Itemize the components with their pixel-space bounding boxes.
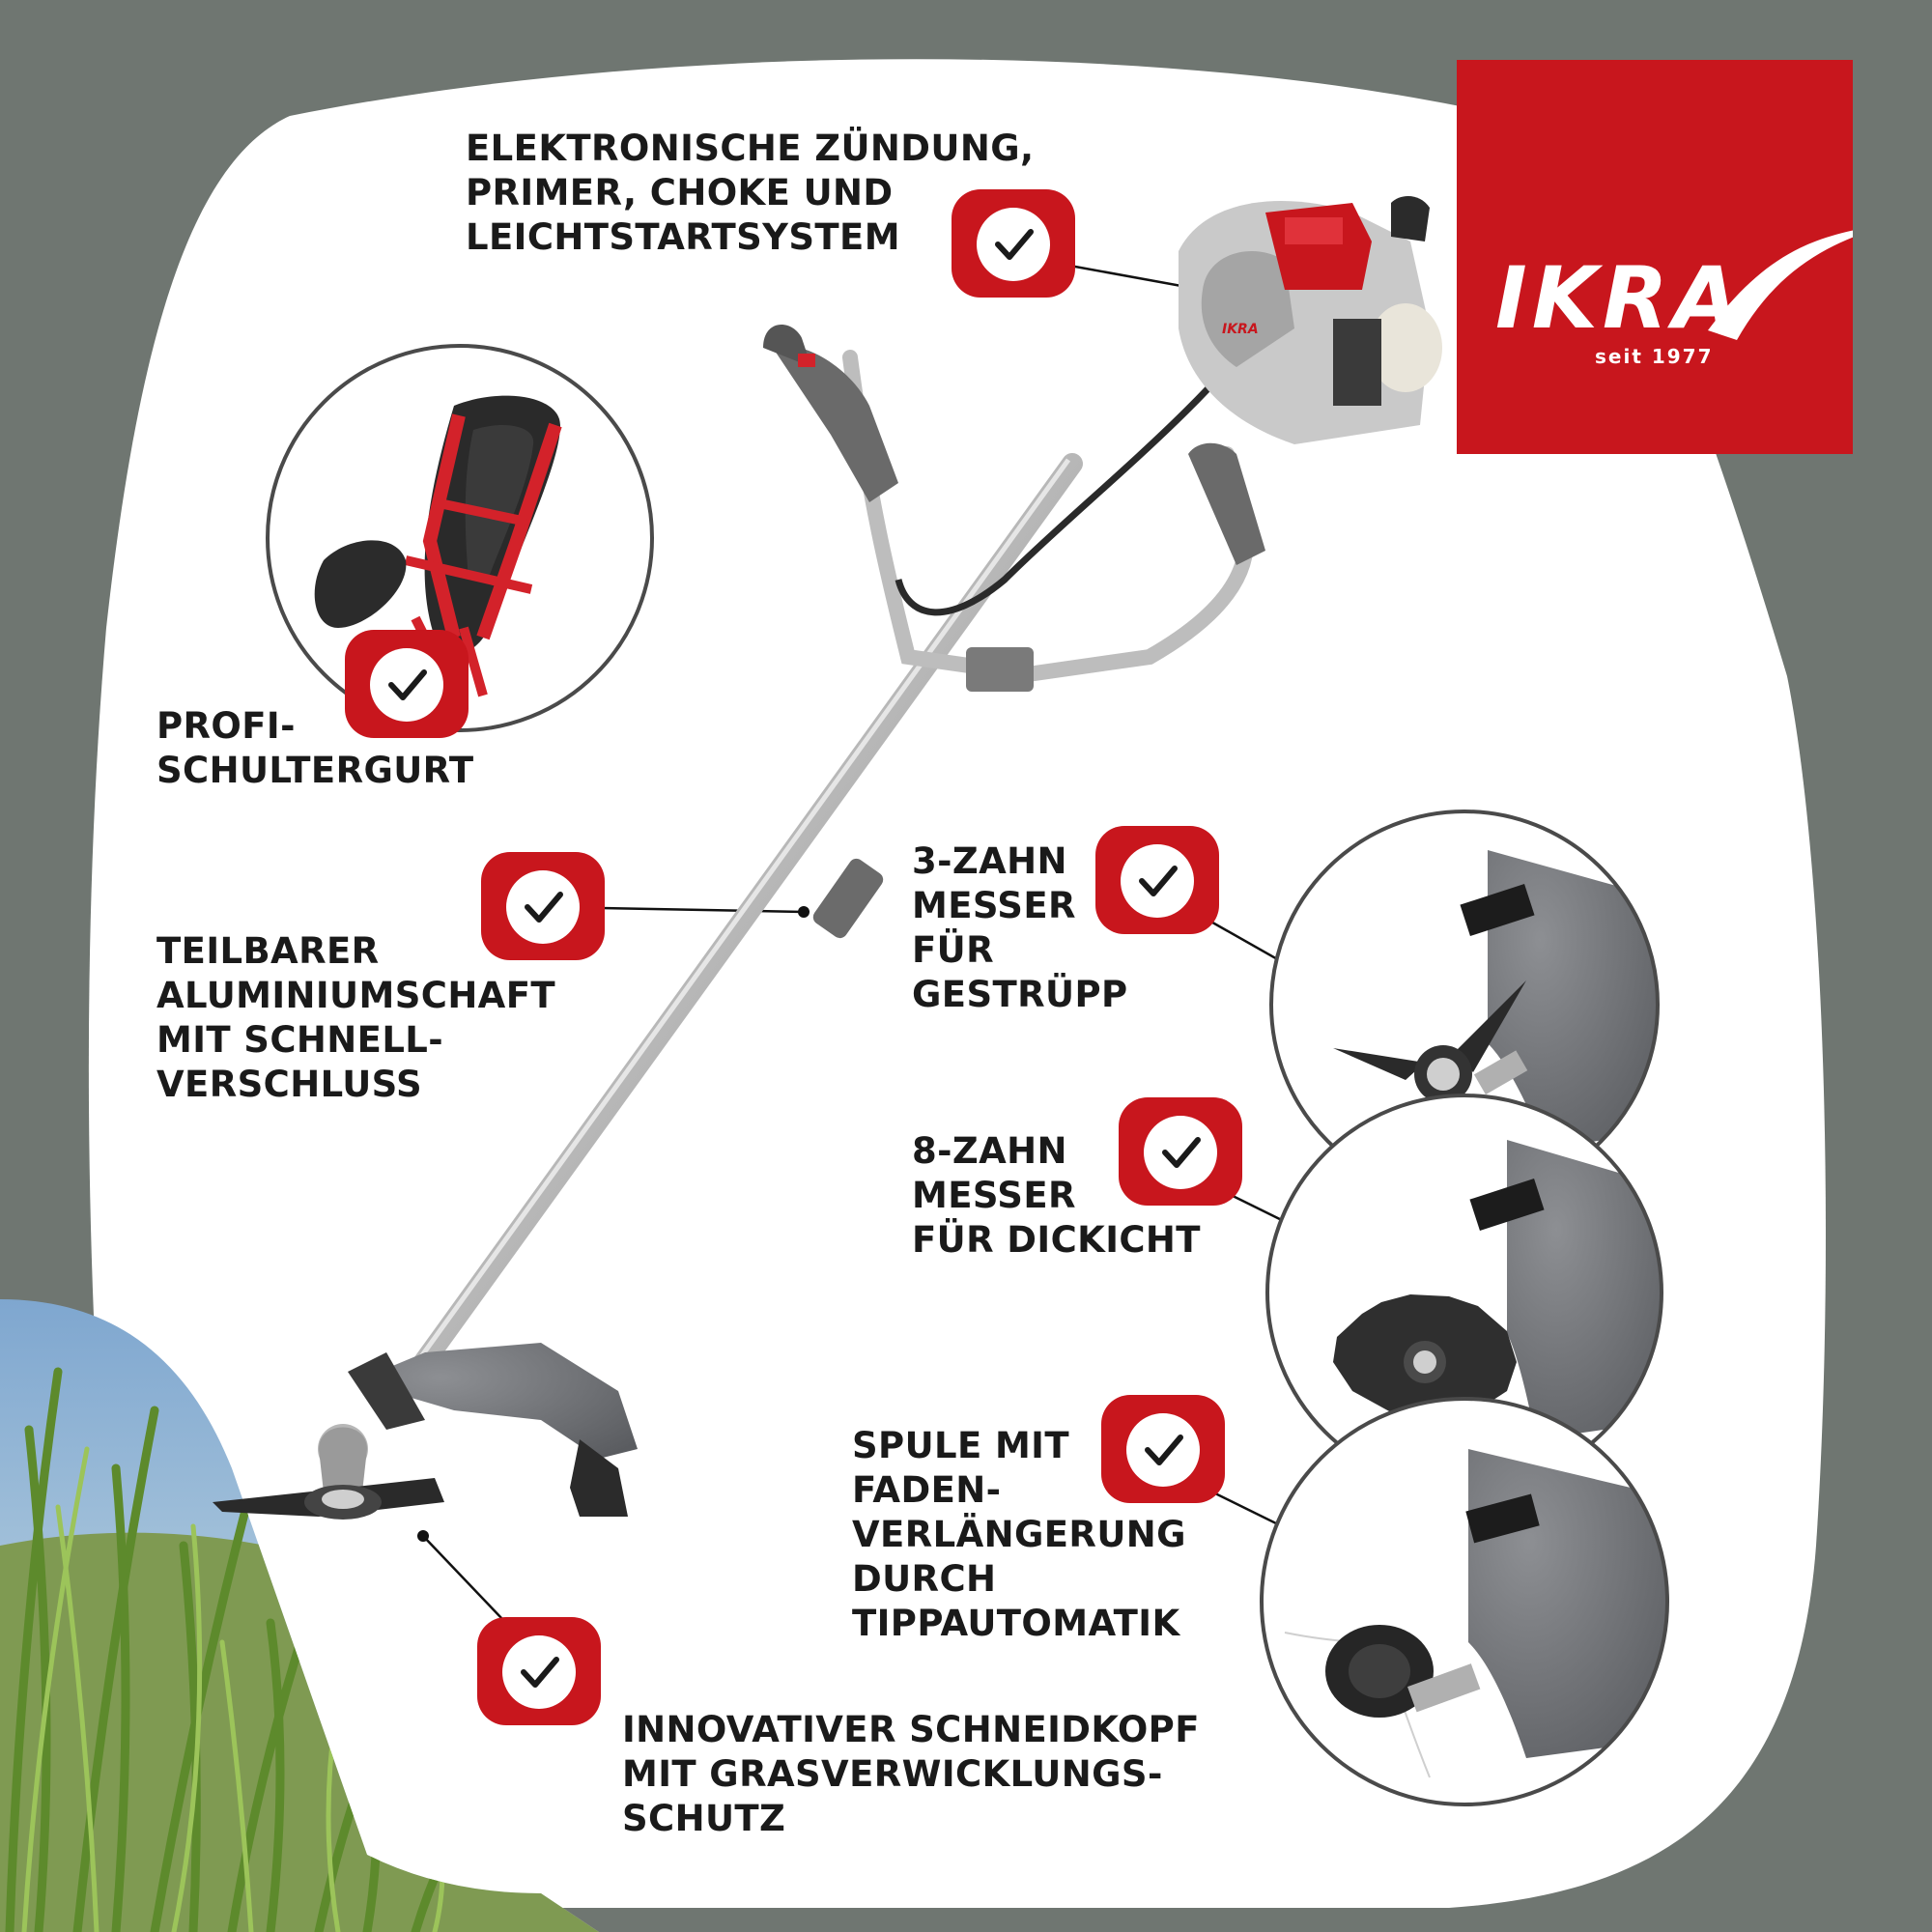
ikra-logo: IKRA seit 1977: [1457, 60, 1853, 454]
label-ignition: ELEKTRONISCHE ZÜNDUNG, PRIMER, CHOKE UND…: [466, 128, 1035, 258]
logo-swoosh-icon: [1708, 230, 1853, 340]
label-harness: PROFI- SCHULTERGURT: [156, 705, 474, 791]
blade3-inset: [1269, 810, 1660, 1200]
check-icon-shaft: [481, 852, 605, 960]
check-icon-head: [477, 1617, 601, 1725]
check-icon-blade8: [1119, 1097, 1242, 1206]
svg-text:IKRA: IKRA: [1222, 322, 1259, 337]
check-icon-harness: [345, 630, 469, 738]
label-blade3: 3-ZAHN MESSER FÜR GESTRÜPP: [912, 840, 1128, 1015]
label-shaft: TEILBARER ALUMINIUMSCHAFT MIT SCHNELL- V…: [156, 930, 556, 1105]
label-blade8: 8-ZAHN MESSER FÜR DICKICHT: [912, 1130, 1201, 1261]
blade8-inset: [1265, 1094, 1663, 1492]
spool-inset: [1260, 1397, 1669, 1806]
brand-name: IKRA: [1495, 248, 1744, 348]
check-icon-blade3: [1095, 826, 1219, 934]
brush-cutter: IKRA: [213, 196, 1442, 1520]
label-head: INNOVATIVER SCHNEIDKOPF MIT GRASVERWICKL…: [622, 1709, 1200, 1839]
brand-tagline: seit 1977: [1595, 345, 1714, 368]
label-spool: SPULE MIT FADEN- VERLÄNGERUNG DURCH TIPP…: [852, 1425, 1186, 1644]
check-icon-spool: [1101, 1395, 1225, 1503]
check-icon-ignition: [952, 189, 1075, 298]
